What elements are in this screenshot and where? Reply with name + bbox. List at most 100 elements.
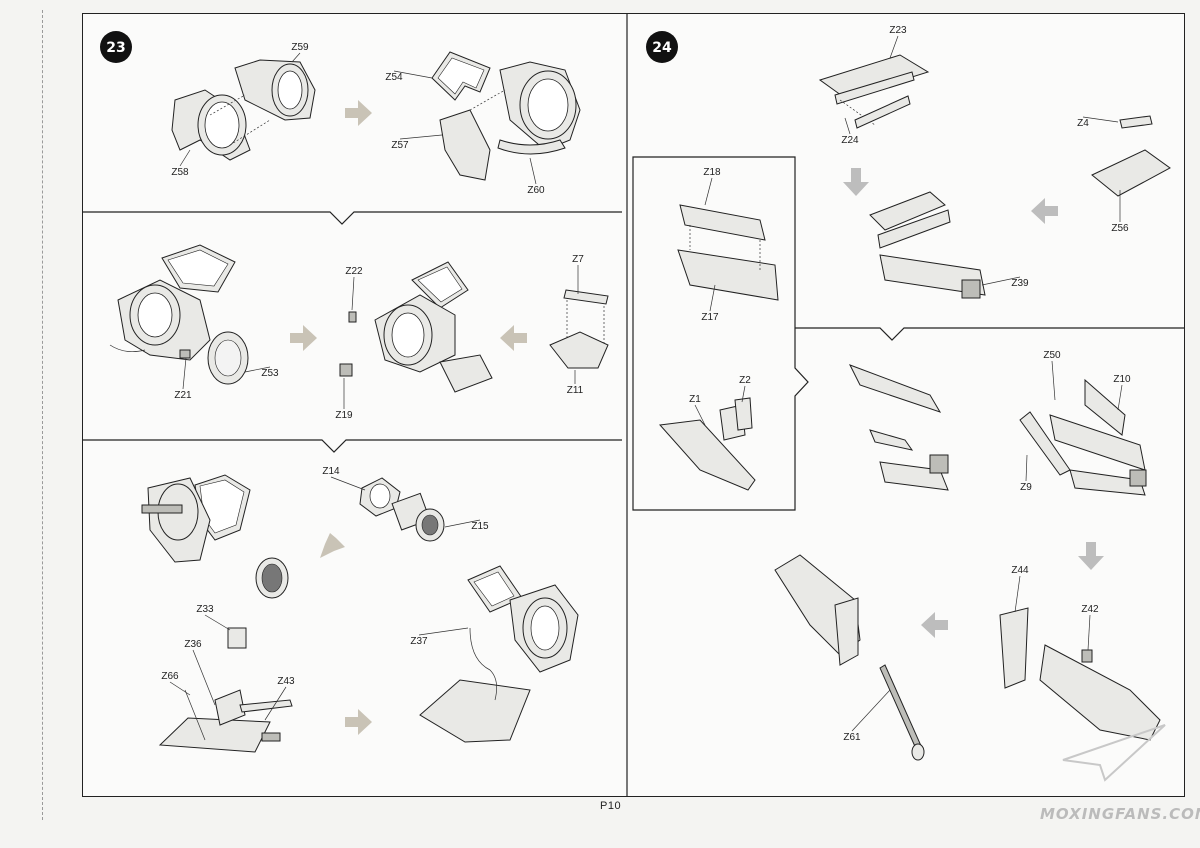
- leader-line: [1087, 614, 1091, 651]
- sub-24-top-rail: [818, 54, 930, 129]
- part-label-z36: Z36: [184, 639, 202, 650]
- step-23-number: 23: [106, 40, 125, 56]
- sub-23-row3-bottomright: [419, 565, 579, 743]
- arrow-down-icon: [843, 168, 869, 196]
- leader-line: [981, 276, 1021, 286]
- part-label-z60: Z60: [527, 185, 545, 196]
- leader-line: [330, 476, 366, 491]
- arrow-left-icon: [500, 325, 527, 351]
- divider-23a: [82, 211, 622, 225]
- part-label-z17: Z17: [701, 312, 719, 323]
- binder-margin: [42, 10, 46, 820]
- part-label-z59: Z59: [291, 42, 309, 53]
- leader-line: [529, 157, 537, 185]
- part-label-z42: Z42: [1081, 604, 1099, 615]
- arrow-down-left-icon: [320, 533, 345, 558]
- sub-23-row2-mid: [339, 261, 493, 393]
- part-label-z57: Z57: [391, 140, 409, 151]
- part-label-z66: Z66: [161, 671, 179, 682]
- part-label-z2: Z2: [739, 375, 751, 386]
- part-label-z7: Z7: [572, 254, 584, 265]
- leader-line: [709, 284, 716, 312]
- part-label-z14: Z14: [322, 466, 340, 477]
- sub-24-mid-right: [1019, 378, 1147, 496]
- sub-23-row1-right: [431, 51, 581, 181]
- part-label-z24: Z24: [841, 135, 859, 146]
- part-label-z23: Z23: [889, 25, 907, 36]
- part-label-z33: Z33: [196, 604, 214, 615]
- part-label-z9: Z9: [1020, 482, 1032, 493]
- leader-line: [1014, 575, 1021, 613]
- leader-line: [244, 366, 271, 373]
- page-number: P10: [600, 800, 622, 812]
- leader-line: [351, 276, 355, 311]
- leader-line: [851, 689, 891, 732]
- part-label-z37: Z37: [410, 636, 428, 647]
- part-label-z58: Z58: [171, 167, 189, 178]
- leader-line: [291, 52, 301, 63]
- part-label-z39: Z39: [1011, 278, 1029, 289]
- leader-line: [1025, 454, 1028, 482]
- sub-24-mid-left: [848, 364, 949, 491]
- arrow-left-icon: [1031, 198, 1058, 224]
- sub-23-row2-right: [549, 289, 609, 369]
- sub-24-inset-top: [677, 204, 779, 301]
- sub-23-row3-topright: [359, 477, 445, 542]
- watermark: MOXINGFANS.COM: [1040, 805, 1200, 823]
- leader-line: [264, 686, 287, 721]
- part-label-z44: Z44: [1011, 565, 1029, 576]
- leader-line: [179, 149, 191, 167]
- part-label-z19: Z19: [335, 410, 353, 421]
- part-label-z1: Z1: [689, 394, 701, 405]
- sub-24-inset-bottom: [658, 397, 756, 491]
- part-label-z22: Z22: [345, 266, 363, 277]
- arrow-left-icon: [921, 612, 948, 638]
- sub-23-row3-topleft: [141, 474, 289, 599]
- sub-24-bottom-right: [999, 607, 1161, 741]
- sub-23-row3-bottomleft: [158, 627, 293, 753]
- leader-line: [1051, 360, 1056, 401]
- sub-24-top-right: [1091, 115, 1171, 197]
- arrow-right-icon: [345, 709, 372, 735]
- leader-line: [844, 117, 851, 135]
- sub-23-row2-left: [109, 244, 249, 385]
- leader-line: [399, 134, 443, 140]
- part-label-z21: Z21: [174, 390, 192, 401]
- leader-line: [1082, 116, 1119, 123]
- part-label-z53: Z53: [261, 368, 279, 379]
- leader-line: [418, 627, 469, 636]
- part-label-z50: Z50: [1043, 350, 1061, 361]
- leader-line: [694, 404, 706, 426]
- part-label-z10: Z10: [1113, 374, 1131, 385]
- leader-line: [169, 681, 191, 696]
- step-24-number: 24: [652, 40, 672, 56]
- arrow-right-icon: [290, 325, 317, 351]
- leader-line: [889, 35, 899, 59]
- part-label-z43: Z43: [277, 676, 295, 687]
- arrow-down-icon: [1078, 542, 1104, 570]
- leader-line: [204, 614, 231, 631]
- part-label-z4: Z4: [1077, 118, 1089, 129]
- arrow-right-icon: [345, 100, 372, 126]
- sub-24-assembled-rail: [869, 191, 986, 299]
- leader-line: [444, 519, 481, 528]
- part-label-z56: Z56: [1111, 223, 1129, 234]
- part-label-z18: Z18: [703, 167, 721, 178]
- leader-line: [704, 177, 713, 206]
- paper-plane-icon: [1062, 724, 1166, 782]
- part-label-z15: Z15: [471, 521, 489, 532]
- sub-23-row1-left: [171, 59, 316, 161]
- sub-24-final: [774, 554, 925, 761]
- leader-line: [1117, 384, 1123, 411]
- leader-line: [741, 385, 746, 403]
- subassembly-box: [632, 156, 809, 511]
- part-label-z11: Z11: [567, 385, 584, 396]
- step-24-badge: 24: [646, 31, 678, 63]
- part-label-z61: Z61: [843, 732, 861, 743]
- part-labels: Z59Z58Z54Z57Z60Z22Z7Z21Z53Z19Z11Z14Z15Z3…: [161, 25, 1131, 743]
- part-label-z54: Z54: [385, 72, 403, 83]
- step-23-badge: 23: [100, 31, 132, 63]
- leader-line: [393, 70, 433, 79]
- divider-24a: [795, 327, 1185, 341]
